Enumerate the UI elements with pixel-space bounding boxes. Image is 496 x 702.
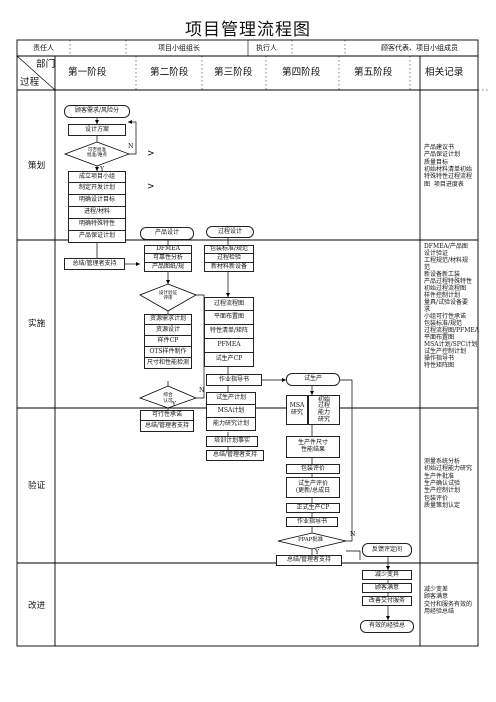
ots-sample-box: OTS样件制作 (144, 347, 192, 358)
integrated-approval-label: 综合认可 (163, 393, 173, 404)
customer-satisfaction-box: 顾客满意 (362, 583, 412, 593)
dimension-test-box: 尺寸和性能检测 (144, 358, 192, 369)
col1-summary-box: 总结/管理者支持 (64, 258, 125, 270)
records-implementation: DFMEA/产品图设计验证工程规范/材料规范新设备新工装产品过程特殊特性初始过程… (424, 243, 480, 370)
phase-3: 第三阶段 (214, 67, 253, 78)
training-box: 培训计划事实 (206, 436, 258, 447)
dimension-result-box: 生产件尺寸 性能结果 (286, 436, 340, 458)
pfmea-box: PFMEA (204, 339, 254, 353)
process-flow-box: 过程流程图 (204, 297, 254, 311)
new-material-box: 新材料新设备 (204, 263, 254, 272)
table-border (16, 39, 479, 647)
customer-demand-start: 顾客需求/风险分 (64, 105, 130, 118)
col4-work-guide-box: 作业指导书 (286, 517, 338, 527)
col3-summary-box: 总结/管理者支持 (206, 450, 264, 461)
reduce-variation-box: 减少变异 (362, 570, 412, 580)
packaging-standard-box: 包装标准/规范 (204, 245, 254, 254)
process-design-header: 过程设计 (206, 226, 254, 238)
drawing-box: 产品图纸/规 (144, 263, 192, 272)
product-design-header: 产品设计 (140, 227, 194, 240)
process-material-box: 进程/材料 (68, 207, 126, 219)
dev-plan-box: 制定开发计划 (68, 183, 126, 195)
ppap-decision-label: PPAP批准 (298, 537, 324, 543)
floor-plan-box: 平面布置图 (204, 311, 254, 325)
col2-yes-label: Y (172, 401, 177, 408)
phase-5: 第五阶段 (354, 67, 393, 78)
design-review-diamond (139, 283, 197, 312)
stage-planning: 策划 (28, 161, 46, 171)
stage-implementation: 实施 (28, 319, 46, 329)
phase-4: 第四阶段 (282, 67, 321, 78)
stage-verification: 验证 (28, 481, 46, 491)
records-header: 相关记录 (425, 67, 464, 78)
delivery-service-box: 改善交付服务 (362, 596, 412, 606)
ppap-decision-diamond (277, 532, 347, 550)
corner-diagonal (16, 55, 56, 91)
char-matrix-box: 特性清单/矩阵 (204, 325, 254, 339)
production-cp-box: 正式生产CP (286, 503, 340, 513)
responsible-value: 项目小组组长 (158, 44, 200, 52)
feedback-box: 反馈评定间 (362, 543, 412, 557)
design-plan-box: 设计方案 (68, 124, 126, 136)
capability-study-box: 初始 过程 能力 研究 (308, 395, 340, 425)
integrated-approval-diamond (138, 385, 198, 409)
trial-cp-box: 试生产CP (204, 353, 254, 367)
feasibility-box: 可行性承诺 (140, 410, 194, 421)
resource-design-box: 资源设计 (144, 325, 192, 336)
sample-cp-box: 样件CP (144, 336, 192, 347)
form-team-box: 成立项目小组 (68, 171, 126, 183)
executor-value: 顾客代表、项目小组成员 (381, 44, 458, 52)
records-verification: 测量系统分析初始过程能力研究生产件批准生产确认试验生产控制计划包装评价质量策划认… (424, 458, 473, 509)
phase-1: 第一阶段 (68, 67, 107, 78)
design-goal-box: 明确设计目标 (68, 195, 126, 207)
reliability-box: 可靠性分析 (144, 254, 192, 263)
records-planning: 产品建议书产品保证计划质量目标初始材料清单初始特殊特性过程流程图 项目进度表 (424, 144, 473, 188)
assurance-plan-box: 产品保证计划 (68, 231, 126, 243)
process-label: 过程 (20, 77, 40, 88)
approve-decision-label: 可否批准批准/难点 (87, 148, 107, 159)
col2-no-label: N (199, 387, 205, 394)
flow-arrow-1: > (147, 149, 155, 159)
records-improvement: 减少变差顾客满意交付和服务有效的用经验总结 (424, 586, 473, 615)
trial-production-box: 试生产 (286, 373, 340, 386)
design-review-label: 设计验证评审 (158, 291, 178, 302)
col3-work-guide-box: 作业指导书 (206, 374, 262, 386)
col4-summary-box: 总结/管理者支持 (276, 555, 342, 566)
responsible-label: 责任人 (33, 44, 54, 52)
package-eval-box: 包装评价 (286, 464, 340, 474)
stage-improvement: 改进 (28, 601, 46, 611)
page-title: 项目管理流程图 (185, 20, 311, 40)
lessons-learned-box: 有效的经验总 (360, 620, 414, 633)
capability-plan-box: 能力研究计划 (206, 418, 256, 431)
executor-label: 执行人 (256, 44, 277, 52)
process-inspection-box: 过程检验 (204, 254, 254, 263)
col1-no-label: N (128, 143, 134, 150)
msa-plan-box: MSA计划 (206, 405, 256, 418)
approve-decision-diamond (63, 141, 131, 167)
col4-yes-label: Y (315, 549, 320, 556)
trial-plan-box: 试生产计划 (206, 392, 256, 405)
trial-eval-box: 试生产评价 (更新/总成日 (286, 477, 340, 498)
msa-study-box: MSA 研究 (286, 395, 308, 425)
dept-label: 部门 (36, 59, 56, 70)
dfmea-box: DFMEA (144, 245, 192, 254)
col2-summary-box: 总结/管理者支持 (140, 421, 194, 432)
flow-arrow-2: > (147, 182, 155, 192)
col1-yes-label: Y (100, 166, 105, 173)
col4-no-label: N (350, 531, 356, 538)
resource-plan-box: 资源需求计划 (144, 314, 192, 325)
special-char-box: 明确特殊特性 (68, 219, 126, 231)
phase-2: 第二阶段 (150, 67, 189, 78)
